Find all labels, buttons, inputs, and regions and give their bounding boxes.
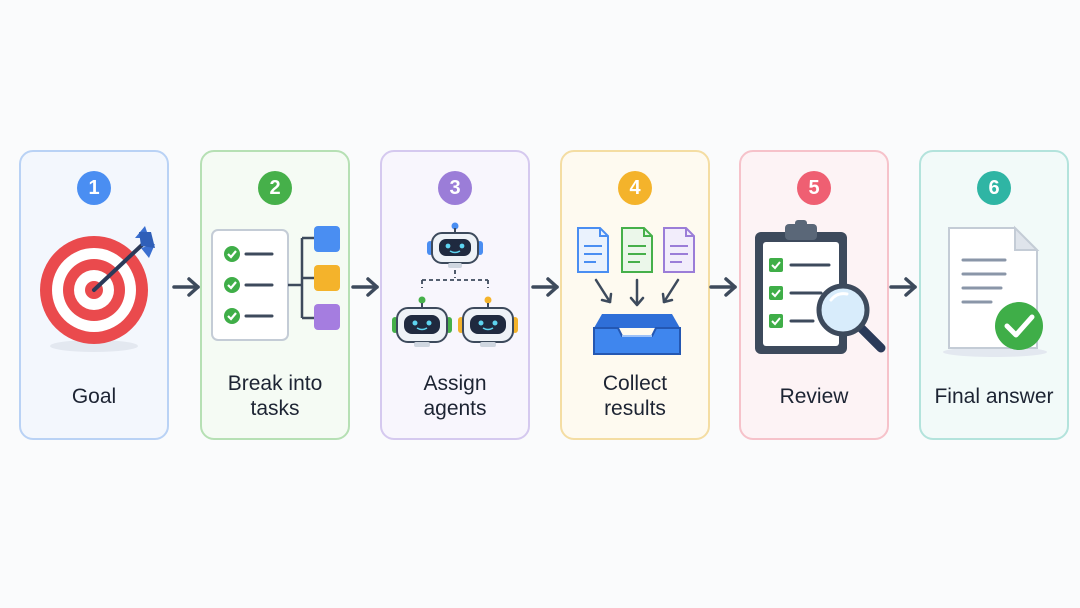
step-number-badge: 2 bbox=[258, 171, 292, 205]
arrow-right-icon bbox=[889, 277, 917, 297]
step-card-goal: 1 Goal bbox=[19, 150, 169, 440]
clipboard-magnifier-icon bbox=[755, 220, 886, 354]
step-label: Review bbox=[779, 384, 849, 408]
arrow-right-icon bbox=[709, 277, 737, 297]
step-card-break-into-tasks: 2 Break into tasks bbox=[200, 150, 350, 440]
arrow-right-icon bbox=[351, 277, 379, 297]
target-icon bbox=[40, 226, 155, 352]
arrow-right-icon bbox=[531, 277, 559, 297]
step-card-assign-agents: 3 Assign agents bbox=[380, 150, 530, 440]
step-label: Final answer bbox=[934, 384, 1054, 408]
step-card-final-answer: 6 Final answer bbox=[919, 150, 1069, 440]
step-label: Break into tasks bbox=[227, 372, 323, 420]
step-label: Collect results bbox=[602, 372, 668, 420]
step-card-collect-results: 4 Collect results bbox=[560, 150, 710, 440]
step-number-badge: 5 bbox=[797, 171, 831, 205]
arrow-right-icon bbox=[172, 277, 200, 297]
document-check-icon bbox=[943, 225, 1047, 357]
step-number-badge: 6 bbox=[977, 171, 1011, 205]
step-label: Goal bbox=[71, 384, 117, 408]
step-number-badge: 4 bbox=[618, 171, 652, 205]
inbox-tray-icon bbox=[577, 227, 695, 355]
step-number-badge: 3 bbox=[438, 171, 472, 205]
step-card-review: 5 Review bbox=[739, 150, 889, 440]
step-number-badge: 1 bbox=[77, 171, 111, 205]
task-list-icon bbox=[211, 226, 340, 341]
robot-agents-icon bbox=[392, 222, 518, 347]
step-label: Assign agents bbox=[423, 372, 487, 420]
